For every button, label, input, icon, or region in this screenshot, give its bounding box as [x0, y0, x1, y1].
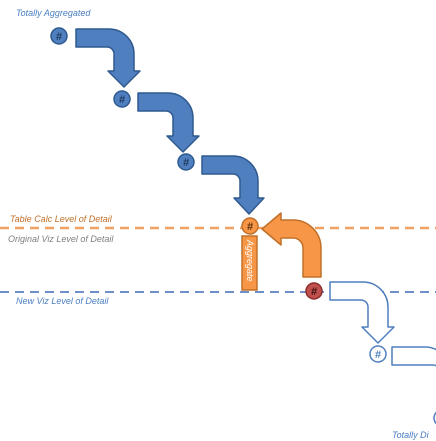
node-symbol: #	[183, 157, 189, 169]
node-level-3: #	[177, 153, 195, 171]
node-table-calc: #	[241, 217, 259, 235]
node-symbol: #	[375, 349, 381, 361]
outline-arrow-2	[391, 346, 436, 367]
step-arrow-1	[75, 28, 141, 88]
return-arrow	[261, 212, 322, 278]
totally-disaggregated-label-fragment: Totally Di	[392, 430, 429, 440]
node-totally-aggregated: #	[50, 27, 68, 45]
node-level-2: #	[113, 90, 131, 108]
node-disaggregated: #	[369, 345, 387, 363]
aggregate-arrow-text: Aggregate	[245, 239, 255, 282]
outline-arrow-1	[329, 281, 395, 344]
table-calc-lod-label: Table Calc Level of Detail	[10, 214, 112, 224]
original-viz-lod-label: Original Viz Level of Detail	[8, 234, 114, 244]
node-new-viz: #	[305, 282, 323, 300]
node-symbol: #	[247, 221, 253, 233]
step-arrow-3	[201, 155, 265, 215]
new-viz-lod-label: New Viz Level of Detail	[16, 296, 109, 306]
totally-aggregated-label: Totally Aggregated	[16, 8, 91, 18]
node-symbol: #	[311, 286, 317, 298]
aggregate-arrow	[241, 235, 258, 291]
node-symbol: #	[56, 31, 62, 43]
node-symbol: #	[119, 94, 125, 106]
step-arrow-2	[137, 92, 200, 153]
